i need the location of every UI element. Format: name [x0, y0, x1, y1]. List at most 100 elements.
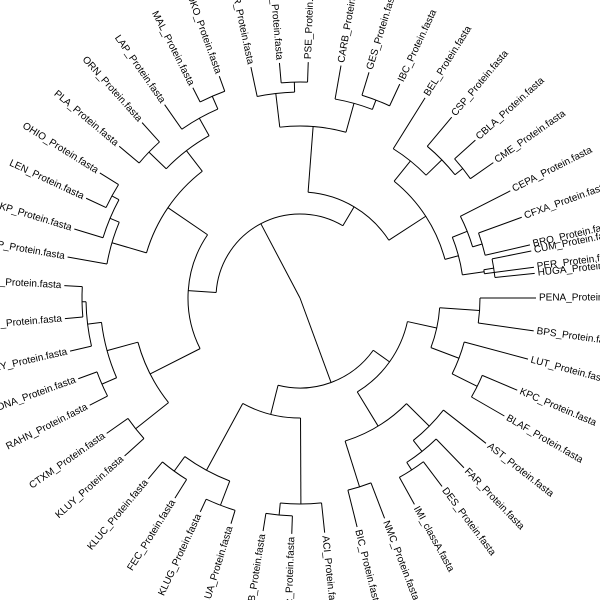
branch-arc — [199, 90, 225, 103]
branch-arc — [138, 141, 160, 164]
leaf-label: IBC_Protein.fasta — [396, 8, 439, 84]
branch-edge — [250, 67, 258, 97]
leaf-label: AER_Protein.fasta — [228, 0, 256, 66]
branch-edge — [460, 190, 511, 217]
branch-edge — [111, 195, 120, 201]
branch-edge — [109, 217, 120, 223]
branch-edge — [85, 197, 107, 209]
branch-edge — [89, 395, 108, 406]
branch-edge — [321, 502, 326, 533]
leaf-label: ACI_Protein.fasta — [319, 535, 338, 600]
branch-arc — [85, 301, 92, 347]
branch-edge — [478, 322, 534, 332]
branch-edge — [454, 139, 476, 160]
leaf-label: PENA_Protein.fasta — [539, 293, 600, 304]
leaf-label: BEL_Protein.fasta — [422, 24, 474, 99]
leaf-label: Blaz_Protein.fasta — [283, 536, 297, 600]
root-edge — [260, 223, 301, 299]
leaf-label: OXY_Protein.fasta — [0, 346, 69, 375]
branch-edge — [388, 215, 427, 241]
branch-edge — [344, 440, 361, 487]
branch-edge — [361, 72, 370, 96]
branch-edge — [372, 349, 390, 363]
branch-edge — [270, 385, 279, 415]
leaf-label: CEPA_Protein.fasta — [511, 144, 595, 194]
leaf-label: AST_Protein.fasta — [485, 441, 556, 500]
branch-edge — [412, 440, 423, 452]
leaf-label: ERP_Protein.fasta — [0, 237, 66, 262]
branch-edge — [370, 482, 386, 519]
leaf-label: KPC_Protein.fasta — [518, 386, 598, 428]
leaf-label: HERA_Protein.fasta — [266, 0, 285, 61]
leaf-label: ROB_Protein.fasta — [244, 533, 268, 600]
branch-edge — [494, 272, 535, 279]
branch-edge — [472, 243, 483, 248]
branch-edge — [64, 316, 83, 320]
branch-edge — [198, 118, 210, 136]
tree-branches — [64, 62, 536, 534]
leaf-label: IMI_classA.fasta — [411, 504, 456, 574]
leaf-label: GES_Protein.fasta — [365, 0, 400, 71]
branch-edge — [87, 321, 102, 325]
branch-edge — [389, 83, 401, 107]
leaf-label: NMC_Protein.fasta — [380, 519, 421, 600]
branch-edge — [435, 438, 465, 469]
leaf-label: BES_Protein.fasta — [0, 276, 62, 291]
branch-edge — [164, 104, 183, 130]
leaf-label: PSE_Protein.fasta — [303, 0, 317, 59]
branch-edge — [471, 396, 505, 417]
branch-edge — [439, 307, 480, 312]
branch-edge — [186, 150, 203, 172]
branch-edge — [334, 65, 342, 100]
leaf-label: CFXA_Protein.fasta — [523, 181, 600, 222]
branch-edge — [78, 371, 98, 380]
branch-edge — [443, 409, 487, 444]
branch-edge — [111, 242, 147, 254]
branch-edge — [275, 93, 281, 128]
branch-edge — [393, 160, 411, 182]
branch-edge — [173, 456, 186, 472]
branch-edge — [149, 348, 201, 375]
branch-edge — [218, 76, 226, 92]
leaf-label: LEN_Protein.fasta — [7, 158, 86, 202]
branch-arc — [257, 91, 295, 97]
branch-edge — [407, 321, 437, 329]
branch-edge — [454, 168, 464, 176]
branch-edge — [67, 256, 108, 265]
branch-edge — [478, 216, 522, 234]
leaf-label: MAL_Protein.fasta — [149, 9, 196, 88]
branch-edge — [347, 489, 358, 528]
branch-edge — [167, 207, 208, 236]
branch-edge — [148, 151, 167, 170]
branch-edge — [406, 403, 430, 427]
branch-edge — [101, 377, 117, 385]
leaf-label: OKO_Protein.fasta — [184, 0, 223, 76]
branch-edge — [278, 503, 281, 516]
branch-edge — [464, 341, 529, 360]
branch-edge — [392, 97, 426, 150]
branch-edge — [482, 374, 518, 391]
branch-arc — [361, 94, 390, 107]
leaf-label: LUT_Protein.fasta — [529, 355, 600, 387]
branch-arc — [491, 258, 496, 278]
branch-arc — [205, 498, 236, 511]
branch-edge — [74, 228, 104, 239]
leaf-label: KLUA_Protein.fasta — [199, 525, 235, 600]
branch-edge — [444, 255, 459, 260]
branch-edge — [135, 402, 169, 430]
branch-edge — [462, 271, 485, 276]
branch-edge — [307, 62, 309, 83]
branch-arc — [451, 341, 465, 375]
leaf-label: FONA_Protein.fasta — [0, 375, 78, 416]
leaf-label: PLA_Protein.fasta — [52, 88, 121, 149]
branch-arc — [96, 371, 108, 397]
branch-edge — [124, 438, 145, 457]
branch-arc — [181, 108, 219, 130]
branch-edge — [278, 62, 282, 83]
branch-edge — [452, 230, 468, 238]
root-edge — [299, 297, 332, 383]
branch-edge — [430, 347, 460, 359]
branch-edge — [451, 373, 478, 387]
branch-edge — [99, 172, 119, 186]
